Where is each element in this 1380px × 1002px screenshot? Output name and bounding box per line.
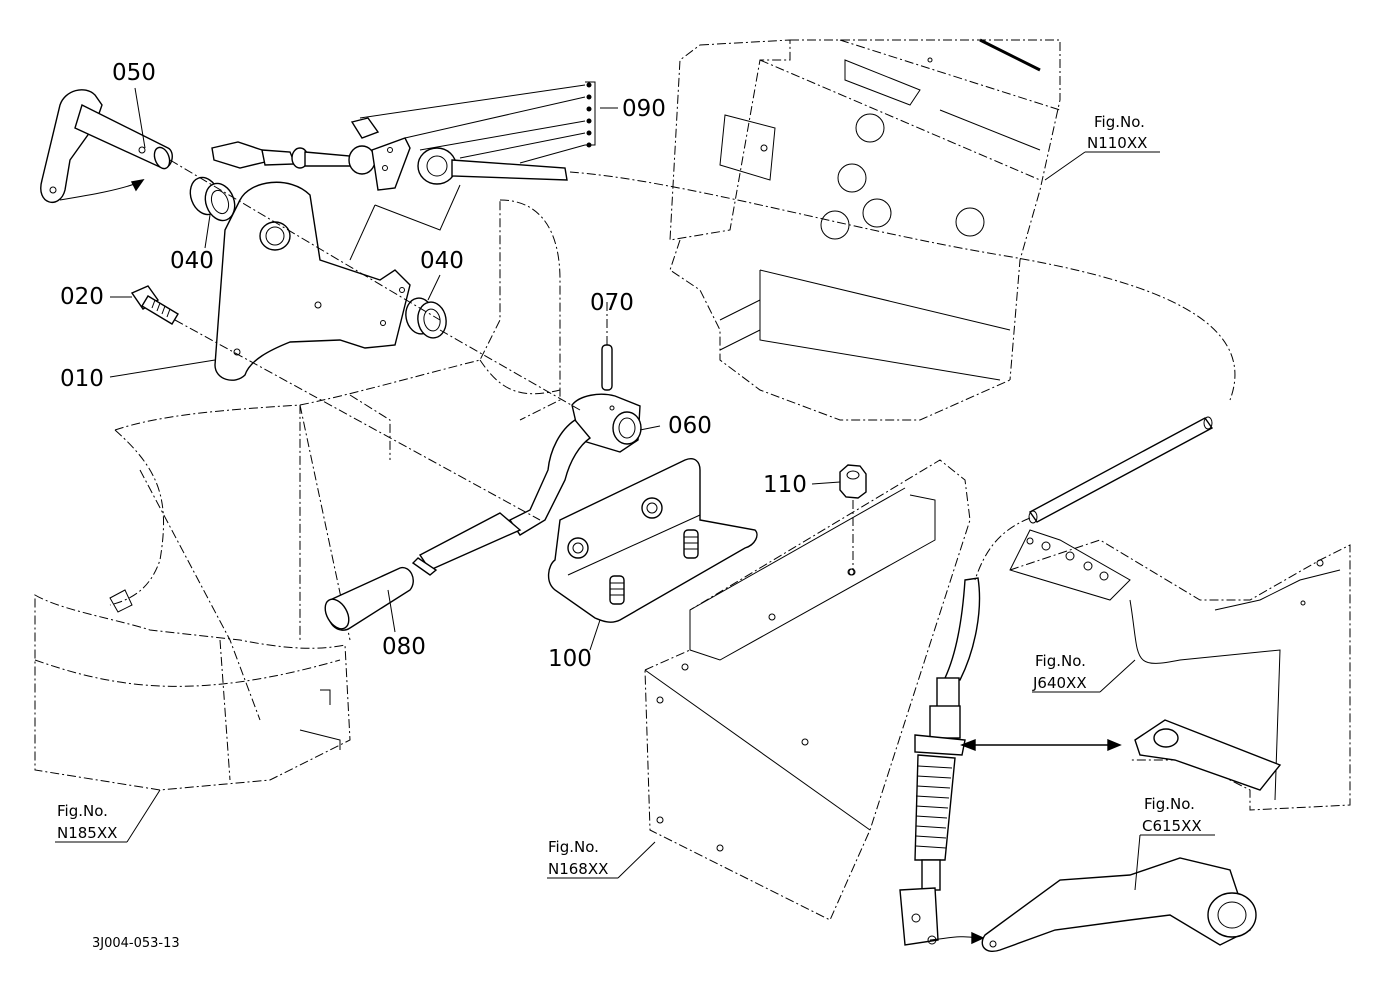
part-020-bolt xyxy=(130,285,179,325)
figref-n185-line1: Fig.No. xyxy=(57,802,108,820)
figref-c615-line1: Fig.No. xyxy=(1144,795,1195,813)
figref-j640-line2: J640XX xyxy=(1032,674,1087,692)
part-060-shift-lever xyxy=(418,393,642,571)
label-080: 080 xyxy=(382,634,426,660)
label-leaders xyxy=(55,87,1215,891)
label-100: 100 xyxy=(548,646,592,672)
part-number-labels: 050 090 040 040 020 010 070 060 110 080 … xyxy=(60,60,807,672)
label-070: 070 xyxy=(590,290,634,316)
figref-n110-line2: N110XX xyxy=(1087,134,1147,152)
part-090-leader-bracket xyxy=(349,81,618,261)
figure-reference-labels: Fig.No. N110XX Fig.No. J640XX Fig.No. C6… xyxy=(57,113,1202,878)
part-040-bushing-upper xyxy=(189,176,236,222)
part-090-cable-assembly-lower xyxy=(899,416,1214,946)
label-090: 090 xyxy=(622,96,666,122)
alignment-leaders xyxy=(169,159,1236,581)
label-010: 010 xyxy=(60,366,104,392)
figref-n185-line2: N185XX xyxy=(57,824,117,842)
part-110-nut xyxy=(839,464,867,576)
drawing-code: 3J004-053-13 xyxy=(92,936,180,951)
part-010-bracket-plate xyxy=(214,181,411,381)
mount-bracket-box-outline xyxy=(644,459,971,921)
transmission-linkage-outline xyxy=(1009,529,1351,811)
figref-c615-line2: C615XX xyxy=(1142,817,1202,835)
bracket-tab-j640 xyxy=(960,719,1282,791)
label-040-upper: 040 xyxy=(170,248,214,274)
label-050: 050 xyxy=(112,60,156,86)
figref-n168-line1: Fig.No. xyxy=(548,838,599,856)
part-090-cable-assembly-upper xyxy=(211,117,568,191)
part-080-knob xyxy=(324,557,438,631)
part-050-pin-with-plate xyxy=(40,89,173,203)
label-110: 110 xyxy=(763,472,807,498)
label-060: 060 xyxy=(668,413,712,439)
part-100-guide-plate xyxy=(547,458,758,623)
label-040-lower: 040 xyxy=(420,248,464,274)
lever-arm-c615 xyxy=(981,857,1257,952)
figref-n168-line2: N168XX xyxy=(548,860,608,878)
cab-panel-outline xyxy=(669,38,1061,421)
label-020: 020 xyxy=(60,284,104,310)
figref-n110-line1: Fig.No. xyxy=(1094,113,1145,131)
figref-j640-line1: Fig.No. xyxy=(1035,652,1086,670)
